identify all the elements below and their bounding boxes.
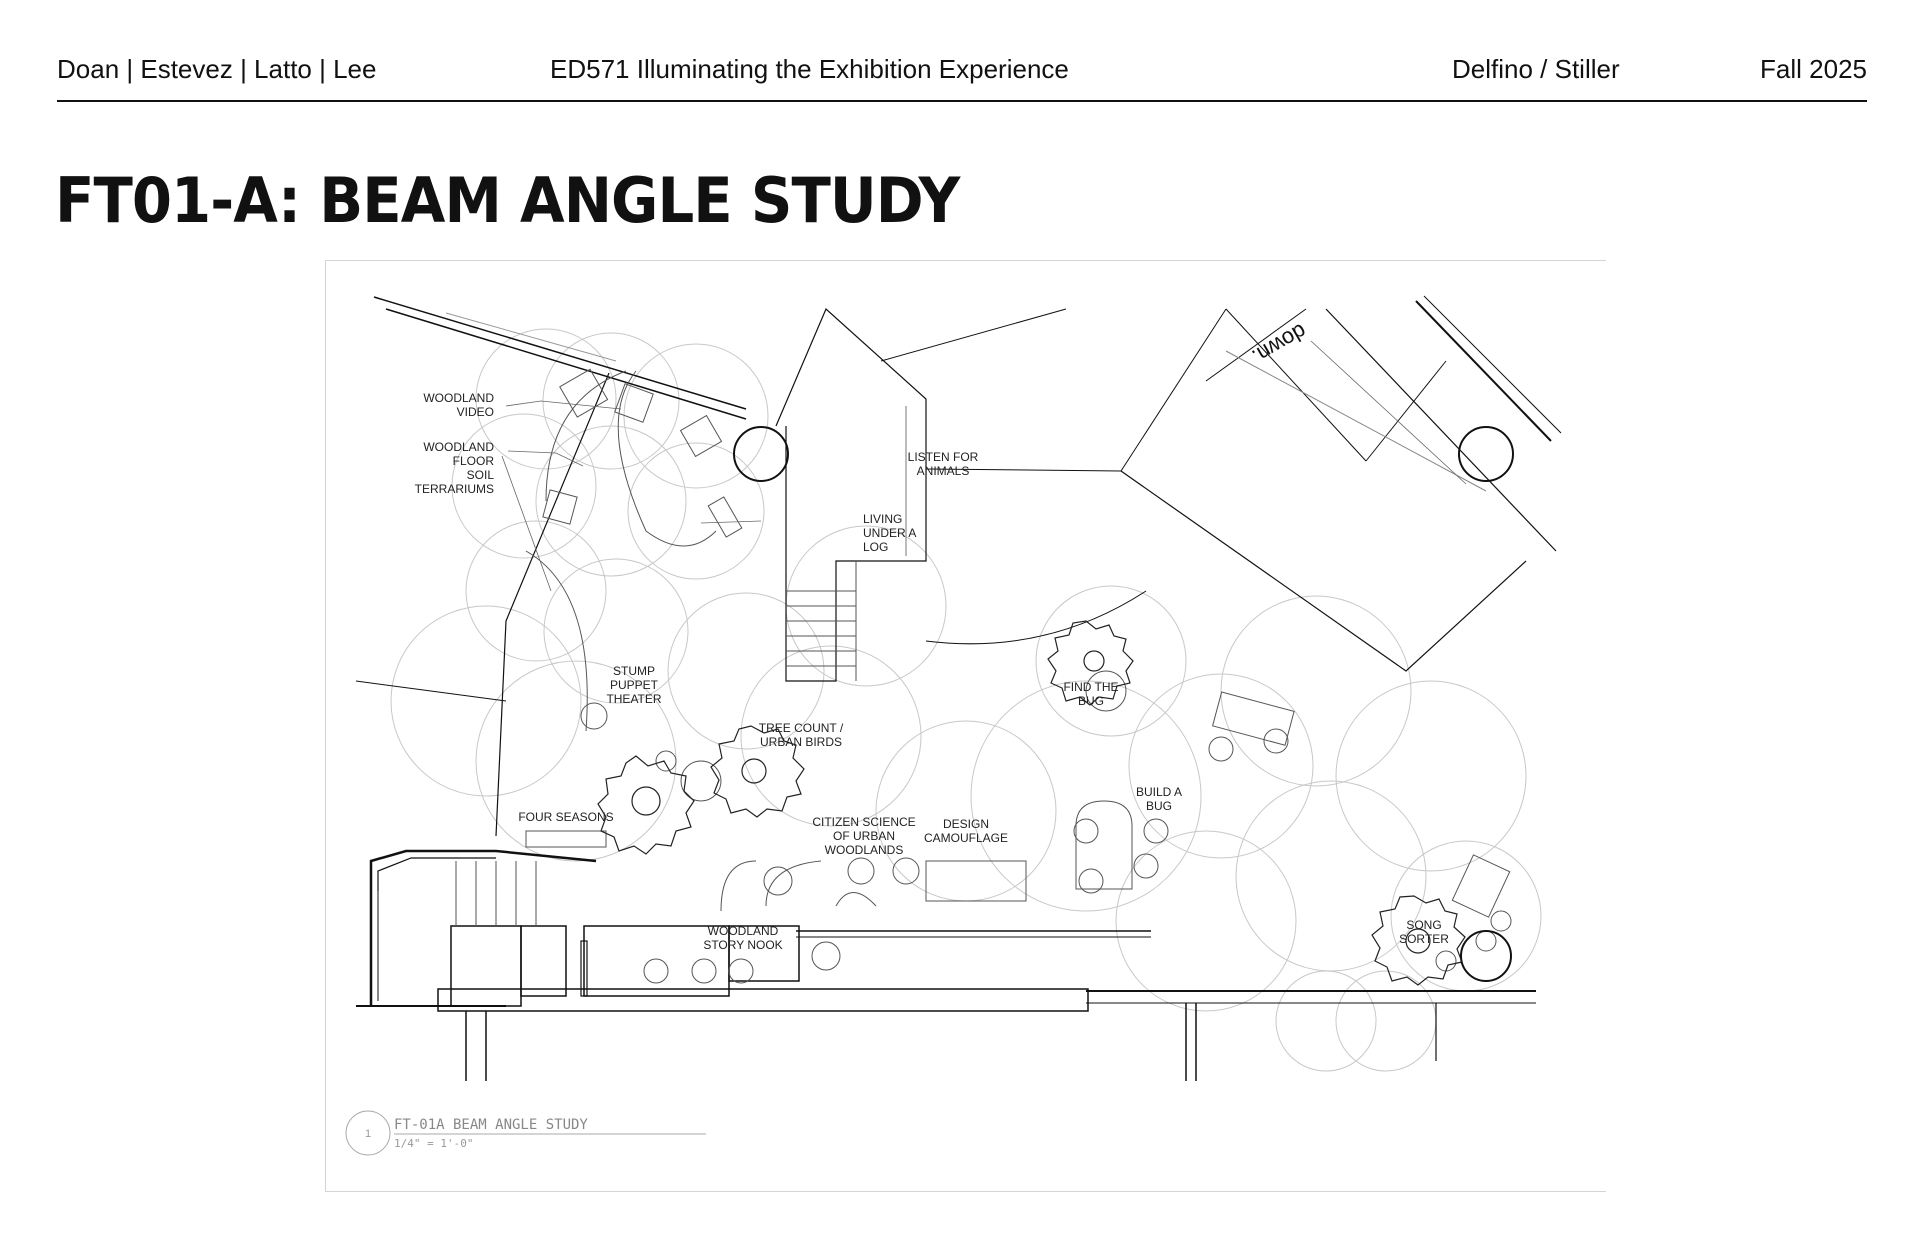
label-citizen-3: WOODLANDS: [825, 843, 904, 857]
floor-plan-drawing: WOODLAND VIDEO WOODLAND FLOOR SOIL TERRA…: [345, 295, 1562, 1156]
tree-symbols: [597, 620, 1466, 986]
drawing-title-block: 1 FT-01A BEAM ANGLE STUDY 1/4" = 1'-0": [345, 1110, 706, 1156]
label-design-2: CAMOUFLAGE: [924, 831, 1008, 845]
label-living-2: UNDER A: [863, 526, 916, 540]
header-instructors: Delfino / Stiller: [1452, 54, 1620, 84]
label-living-3: LOG: [863, 540, 888, 554]
exhibit-furniture: [525, 368, 1512, 984]
label-living-1: LIVING: [863, 512, 902, 526]
label-woodland-video-2: VIDEO: [457, 405, 494, 419]
label-build-bug-1: BUILD A: [1136, 785, 1182, 799]
label-woodland-video-1: WOODLAND: [423, 391, 494, 405]
label-find-bug-1: FIND THE: [1063, 680, 1118, 694]
label-find-bug-2: BUG: [1078, 694, 1104, 708]
label-design-1: DESIGN: [943, 817, 989, 831]
floor-plan-sheet: WOODLAND VIDEO WOODLAND FLOOR SOIL TERRA…: [325, 260, 1606, 1192]
page-title: FT01-A: BEAM ANGLE STUDY: [55, 164, 960, 237]
beam-angle-circles: [390, 328, 1542, 1072]
label-listen-2: ANIMALS: [917, 464, 970, 478]
label-floor-1: WOODLAND: [423, 440, 494, 454]
label-floor-2: FLOOR: [453, 454, 495, 468]
title-block-number: 1: [365, 1128, 371, 1140]
label-story-nook-1: WOODLAND: [708, 924, 779, 938]
label-stump-3: THEATER: [606, 692, 661, 706]
header-course: ED571 Illuminating the Exhibition Experi…: [550, 54, 1069, 84]
exhibit-labels: WOODLAND VIDEO WOODLAND FLOOR SOIL TERRA…: [415, 319, 1450, 952]
header-authors: Doan | Estevez | Latto | Lee: [57, 54, 377, 84]
label-citizen-1: CITIZEN SCIENCE: [812, 815, 915, 829]
label-tree-count-2: URBAN BIRDS: [760, 735, 842, 749]
label-stump-1: STUMP: [613, 664, 655, 678]
label-song-sorter-1: SONG: [1406, 918, 1441, 932]
label-song-sorter-2: SORTER: [1399, 932, 1449, 946]
label-floor-3: SOIL: [467, 468, 495, 482]
label-floor-4: TERRARIUMS: [415, 482, 494, 496]
label-story-nook-2: STORY NOOK: [703, 938, 782, 952]
walls: [355, 295, 1562, 1081]
label-citizen-2: OF URBAN: [833, 829, 895, 843]
label-listen-1: LISTEN FOR: [908, 450, 979, 464]
label-down-arrow: down.: [1248, 319, 1311, 370]
label-four-seasons: FOUR SEASONS: [518, 810, 613, 824]
page-header: Doan | Estevez | Latto | Lee ED571 Illum…: [57, 52, 1867, 102]
column-circle: [1460, 930, 1512, 982]
label-stump-2: PUPPET: [610, 678, 659, 692]
title-block-title: FT-01A BEAM ANGLE STUDY: [394, 1117, 588, 1133]
leader-lines: [501, 340, 1467, 592]
header-term: Fall 2025: [1760, 54, 1867, 84]
label-tree-count-1: TREE COUNT /: [759, 721, 844, 735]
label-build-bug-2: BUG: [1146, 799, 1172, 813]
title-block-scale: 1/4" = 1'-0": [394, 1137, 473, 1150]
